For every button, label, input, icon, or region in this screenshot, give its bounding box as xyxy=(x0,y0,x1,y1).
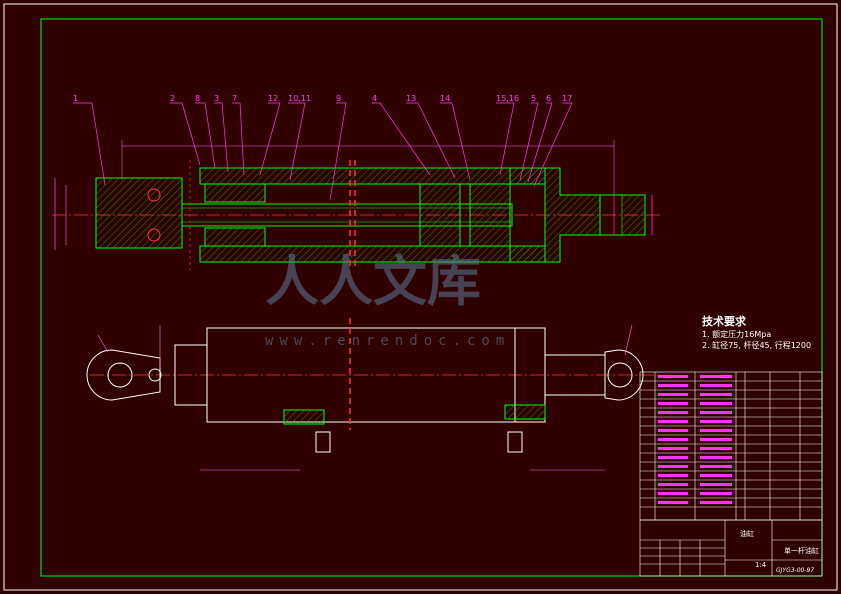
callout-2: 2 xyxy=(170,94,175,103)
outer-frame xyxy=(3,3,838,591)
tech-req-line-2: 2. 缸径75, 杆径45, 行程1200 xyxy=(702,340,811,350)
parts-list xyxy=(639,371,823,521)
callout-13: 13 xyxy=(406,94,416,103)
title-block-drawing-title: 单一杆油缸 xyxy=(784,546,819,555)
callout-1: 1 xyxy=(73,94,78,103)
title-block-scale: 1:4 xyxy=(755,561,767,569)
title-block xyxy=(639,519,823,577)
callout-12: 12 xyxy=(268,94,278,103)
exterior-view xyxy=(86,318,660,471)
callout-5: 5 xyxy=(531,94,536,103)
callout-6: 6 xyxy=(546,94,551,103)
title-block-drawing-number: GJYG3-00-97 xyxy=(776,567,814,574)
technical-requirements: 技术要求 1. 额定压力16Mpa 2. 缸径75, 杆径45, 行程1200 xyxy=(702,314,811,350)
callout-15-16: 15,16 xyxy=(496,94,519,103)
callout-leaders xyxy=(73,102,573,201)
title-block-part-name: 油缸 xyxy=(740,529,754,538)
callout-labels: 1 2 8 3 7 12 10,11 9 4 13 14 15,16 5 6 1… xyxy=(73,94,572,103)
callout-8: 8 xyxy=(195,94,200,103)
callout-9: 9 xyxy=(336,94,341,103)
callout-7: 7 xyxy=(232,94,237,103)
callout-3: 3 xyxy=(214,94,219,103)
watermark: 人人文库 www.renrendoc.com xyxy=(265,249,510,349)
watermark-url: www.renrendoc.com xyxy=(265,333,510,349)
inner-border xyxy=(40,18,823,577)
callout-10-11: 10,11 xyxy=(288,94,311,103)
callout-4: 4 xyxy=(372,94,377,103)
tech-req-heading: 技术要求 xyxy=(702,314,747,328)
section-view xyxy=(52,140,660,270)
tech-req-line-1: 1. 额定压力16Mpa xyxy=(702,329,771,339)
callout-14: 14 xyxy=(440,94,450,103)
callout-17: 17 xyxy=(562,94,572,103)
parts-list-cell-marks xyxy=(658,375,732,504)
watermark-text: 人人文库 xyxy=(265,249,481,313)
